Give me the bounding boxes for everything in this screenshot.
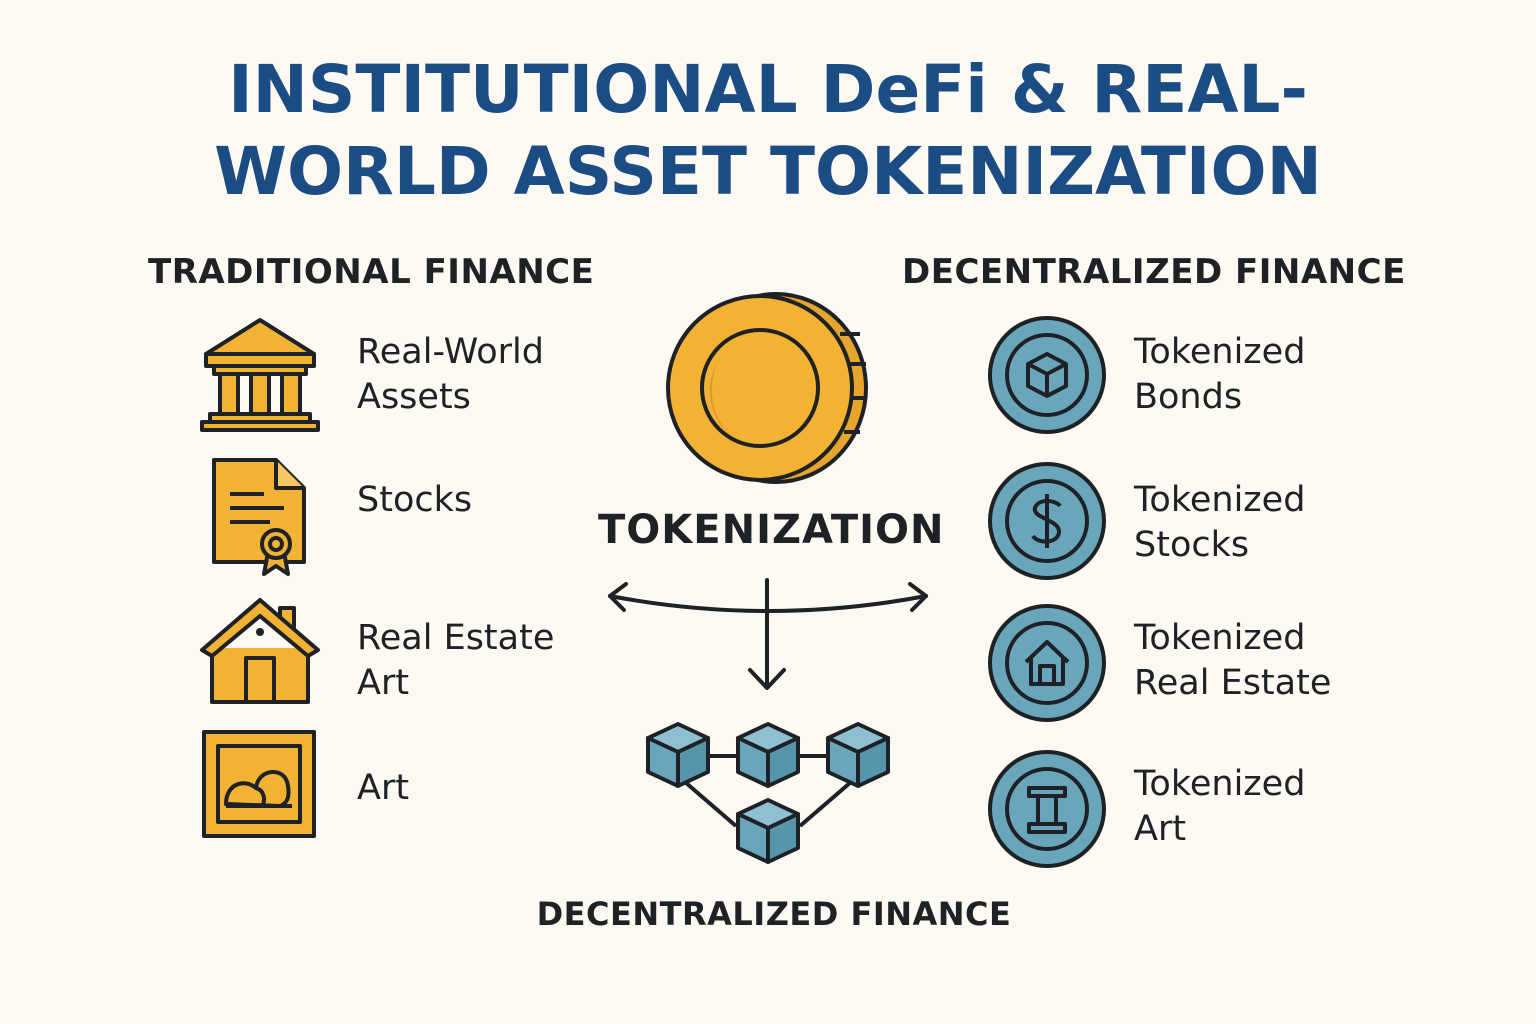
decentralized-finance-heading: DECENTRALIZED FINANCE: [902, 252, 1406, 292]
blockchain-network-icon: [640, 716, 896, 876]
cube-token-icon: [986, 314, 1108, 436]
bottom-decentralized-finance-label: DECENTRALIZED FINANCE: [536, 895, 1012, 933]
tokenization-arrows: [600, 576, 936, 696]
house-token-icon: [986, 602, 1108, 724]
traditional-finance-heading: TRADITIONAL FINANCE: [148, 252, 595, 292]
down-arrowhead: [748, 668, 786, 690]
left-item-label-3: Real Estate Art: [357, 618, 555, 703]
title-line-1: INSTITUTIONAL DeFi & REAL-: [228, 51, 1308, 128]
certificate-document-icon: [210, 456, 310, 578]
right-item-label-4: Tokenized Art: [1134, 764, 1306, 849]
bank-building-icon: [198, 316, 322, 432]
house-icon: [198, 596, 322, 706]
gold-coin-icon: [664, 288, 874, 488]
title-line-2: WORLD ASSET TOKENIZATION: [214, 133, 1322, 210]
framed-picture-icon: [200, 728, 318, 840]
right-item-label-2: Tokenized Stocks: [1134, 480, 1306, 565]
left-arrowhead: [608, 582, 628, 612]
right-arrowhead: [908, 582, 928, 612]
left-item-label-4: Art: [357, 768, 410, 808]
left-item-label-2: Stocks: [357, 480, 473, 520]
right-item-label-3: Tokenized Real Estate: [1134, 618, 1332, 703]
dollar-token-icon: [986, 460, 1108, 582]
left-item-label-1: Real-World Assets: [357, 332, 544, 417]
right-item-label-1: Tokenized Bonds: [1134, 332, 1306, 417]
tokenization-label: TOKENIZATION: [598, 507, 945, 553]
column-token-icon: [986, 748, 1108, 870]
